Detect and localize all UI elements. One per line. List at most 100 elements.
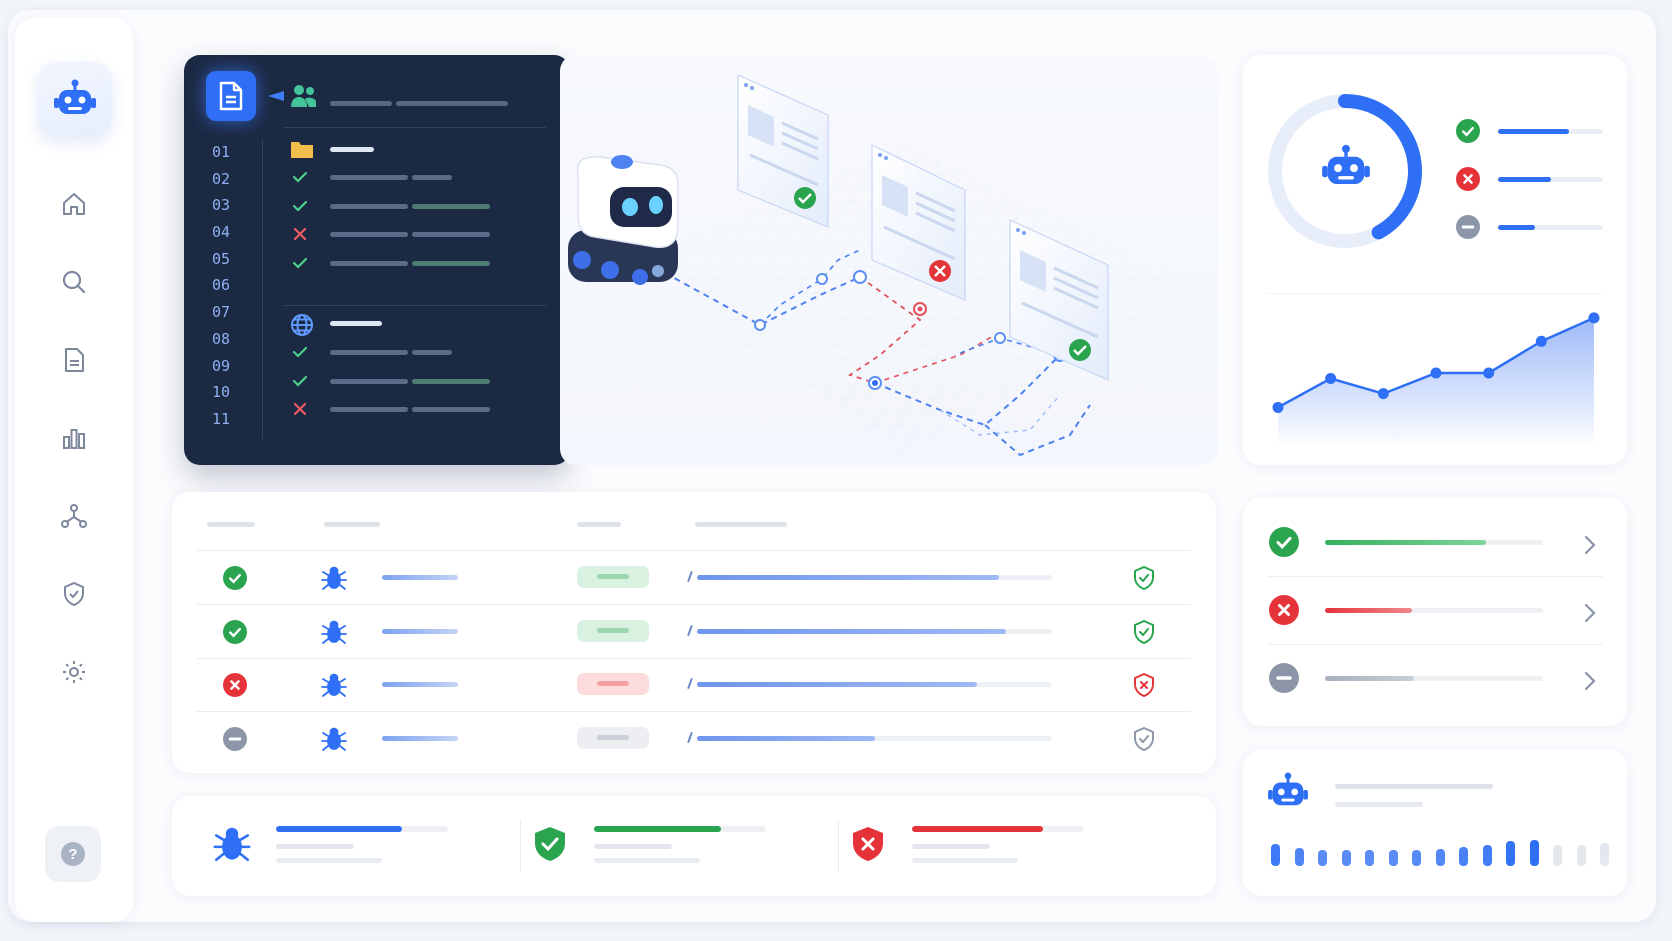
folder-icon: [291, 142, 313, 158]
summary-item[interactable]: [848, 818, 1128, 878]
shield-status-icon: [1134, 726, 1154, 751]
legend-item: [1456, 119, 1606, 145]
nav-network[interactable]: [54, 496, 94, 536]
line-number: 02: [212, 169, 231, 188]
robot-icon: [1268, 772, 1308, 806]
status-list-item[interactable]: [1243, 652, 1627, 712]
chart-point[interactable]: [1535, 335, 1547, 347]
nav-analytics[interactable]: [54, 418, 94, 458]
table-row[interactable]: [172, 712, 1216, 765]
status-progress-bar: [1325, 540, 1487, 545]
robot-icon: [1322, 144, 1370, 185]
row-progress-bar: [697, 735, 875, 741]
chart-point[interactable]: [1588, 312, 1600, 324]
bug-icon: [213, 827, 251, 861]
nav-search[interactable]: [54, 262, 94, 302]
search-icon: [62, 270, 86, 294]
code-line[interactable]: [290, 371, 550, 391]
globe-label-bar: [330, 321, 382, 326]
chart-point[interactable]: [1272, 401, 1284, 413]
code-line[interactable]: [290, 167, 550, 187]
chart-point[interactable]: [1430, 367, 1442, 379]
help-icon: ?: [61, 842, 85, 866]
app-logo[interactable]: [38, 62, 112, 136]
table-row[interactable]: [172, 551, 1216, 605]
x-circle-icon: [223, 673, 247, 697]
shield-status-icon: [1134, 566, 1154, 590]
minus-circle-icon: [1269, 663, 1299, 693]
code-line[interactable]: [290, 342, 550, 362]
arrow-pointer-icon: [268, 91, 284, 101]
activity-card: [1243, 750, 1627, 896]
nav-settings[interactable]: [54, 652, 94, 692]
page-card-3: [1009, 219, 1109, 381]
chevron-right-icon[interactable]: [1583, 602, 1597, 629]
bug-icon: [321, 566, 347, 590]
code-line[interactable]: [290, 399, 550, 419]
x-circle-icon: [1456, 167, 1480, 191]
table-row[interactable]: [172, 605, 1216, 659]
nav-security[interactable]: [54, 574, 94, 614]
shield-check-icon: [535, 827, 565, 861]
legend-level-bar: [1498, 129, 1570, 134]
status-list-item[interactable]: [1243, 516, 1627, 577]
check-circle-icon: [223, 619, 247, 644]
status-list-card: [1243, 498, 1627, 726]
legend-level-bar: [1498, 225, 1535, 230]
shield-icon: [64, 582, 84, 606]
network-icon: [61, 504, 87, 528]
bug-icon: [321, 673, 347, 697]
status-progress-bar: [1325, 676, 1415, 681]
workflow-diagram: [568, 74, 1210, 457]
code-line[interactable]: [290, 224, 550, 244]
header-text-bar: [330, 101, 392, 106]
summary-item[interactable]: [530, 818, 810, 878]
status-overview-card: [1243, 55, 1627, 465]
shield-x-icon: [853, 827, 883, 861]
help-button[interactable]: ?: [45, 826, 101, 882]
status-pill: [577, 566, 649, 588]
legend-item: [1456, 215, 1606, 241]
chart-point[interactable]: [1377, 388, 1389, 400]
status-pill: [577, 726, 649, 749]
check-circle-icon: [223, 566, 247, 590]
legend-level-bar: [1498, 177, 1551, 182]
page-card-2: [871, 144, 966, 301]
activity-bar: [1318, 850, 1327, 866]
minus-circle-icon: [1456, 215, 1480, 239]
shield-status-icon: [1134, 673, 1154, 697]
activity-bar: [1506, 841, 1515, 866]
chevron-right-icon[interactable]: [1583, 534, 1597, 561]
line-number: 06: [212, 276, 231, 295]
minus-circle-icon: [223, 726, 247, 751]
chart-point[interactable]: [1483, 367, 1495, 379]
page-card-1: [737, 74, 829, 228]
row-progress-bar: [697, 628, 1006, 634]
chart-point[interactable]: [1325, 373, 1337, 385]
code-line[interactable]: [290, 253, 550, 273]
line-number: 07: [212, 303, 231, 322]
document-icon: [65, 348, 84, 372]
row-progress-bar: [697, 575, 999, 580]
activity-bar: [1412, 849, 1421, 866]
status-list-item[interactable]: [1243, 584, 1627, 645]
activity-bar: [1576, 845, 1586, 866]
check-icon: [292, 171, 308, 183]
chevron-right-icon[interactable]: [1583, 670, 1597, 697]
activity-bar: [1600, 842, 1609, 866]
document-icon: [219, 81, 243, 111]
table-row[interactable]: [172, 658, 1216, 712]
activity-bar: [1459, 846, 1468, 866]
code-line[interactable]: [290, 196, 550, 216]
sidebar: ?: [15, 18, 133, 922]
folder-label-bar: [330, 147, 374, 152]
legend-item: [1456, 167, 1606, 193]
nav-documents[interactable]: [54, 340, 94, 380]
globe-icon: [291, 314, 313, 336]
document-badge[interactable]: [206, 71, 256, 121]
header-text-bar: [396, 101, 508, 106]
row-progress-bar: [697, 682, 978, 687]
nav-home[interactable]: [54, 184, 94, 224]
summary-item[interactable]: [212, 818, 492, 878]
